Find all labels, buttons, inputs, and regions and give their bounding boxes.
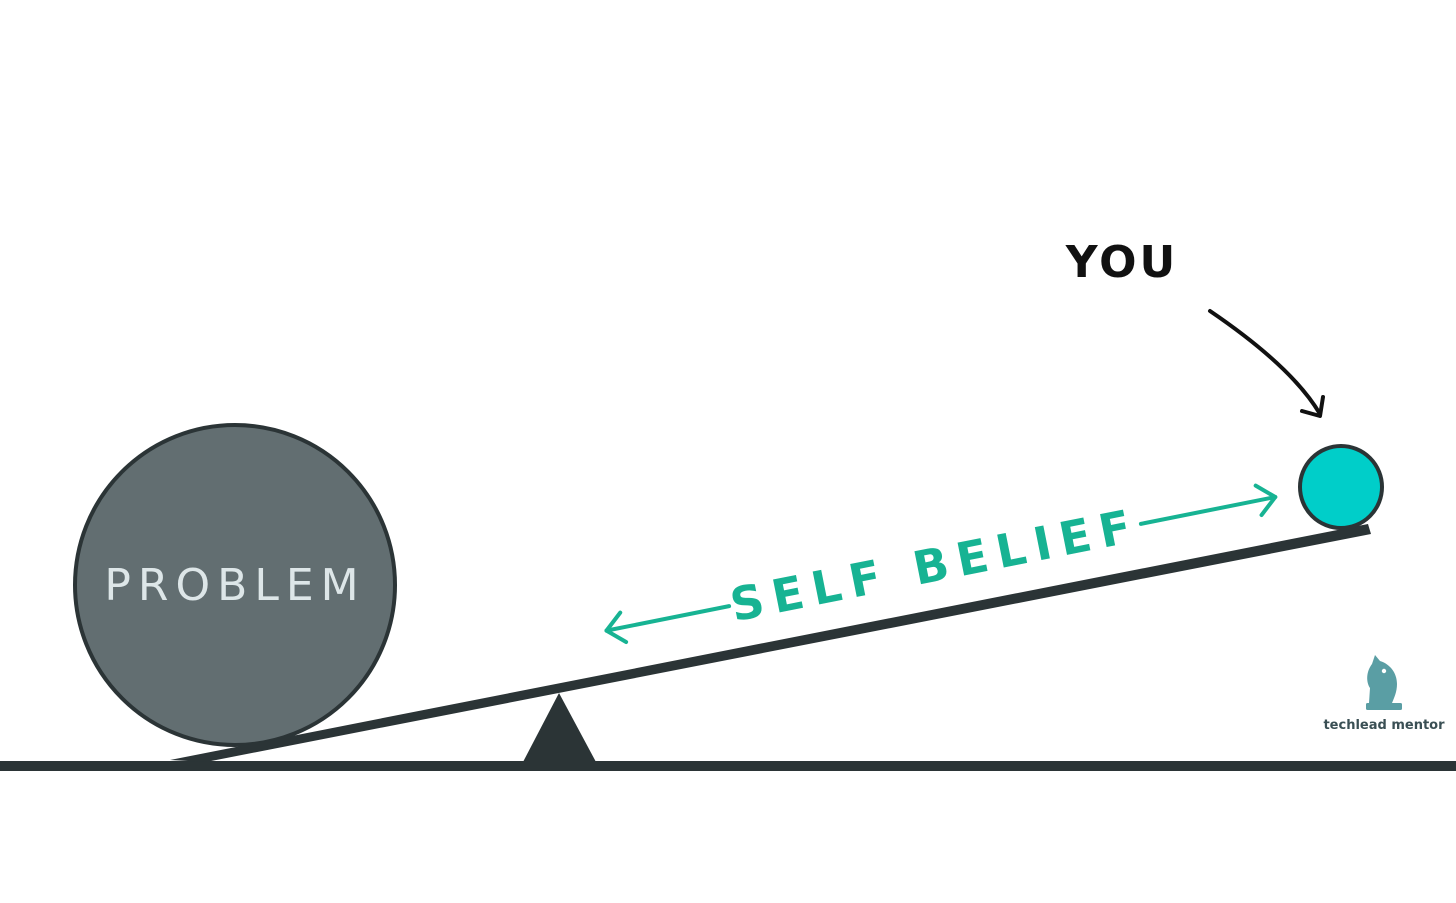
fulcrum-triangle (523, 693, 596, 762)
brand-name: techlead mentor (1323, 718, 1445, 733)
problem-label: PROBLEM (104, 560, 365, 611)
problem-circle (73, 423, 397, 747)
ground-line (0, 761, 1456, 771)
chess-knight-icon (1366, 655, 1402, 710)
curved-arrow-icon (1208, 309, 1325, 418)
you-label: YOU (1065, 237, 1178, 288)
seesaw-plank (170, 524, 1371, 762)
you-ball (1298, 444, 1384, 530)
problem-ball: PROBLEM (73, 423, 397, 747)
brand-logo: techlead mentor (1323, 655, 1445, 733)
